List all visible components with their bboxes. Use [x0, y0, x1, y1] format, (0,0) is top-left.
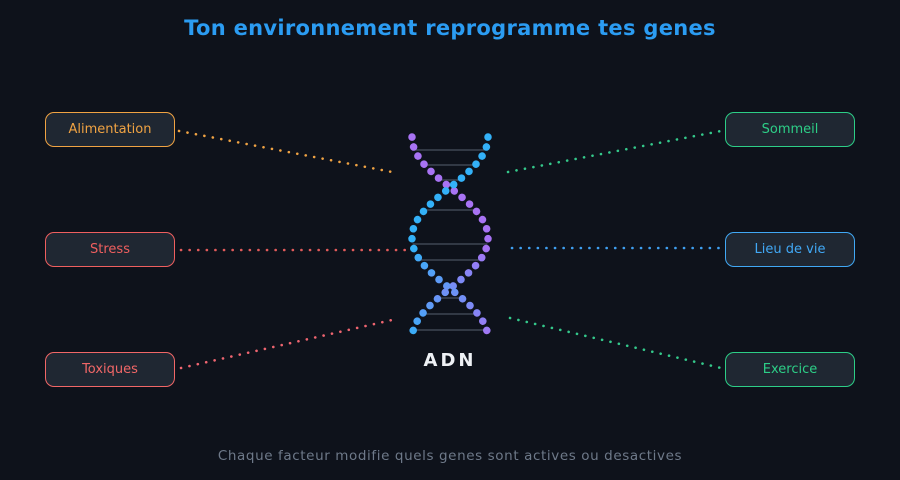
dna-strand-blue [408, 133, 492, 343]
connector-alimentation [177, 129, 394, 174]
dna-label: ADN [423, 350, 477, 371]
connector-exercice [508, 316, 723, 370]
factor-box-sommeil: Sommeil [725, 112, 855, 147]
dna-strand-purple [408, 133, 492, 343]
factor-label-exercice: Exercice [762, 362, 818, 377]
factor-label-sommeil: Sommeil [761, 122, 819, 137]
factor-box-exercice: Exercice [725, 352, 855, 387]
factor-box-toxiques: Toxiques [45, 352, 175, 387]
factor-box-alimentation: Alimentation [45, 112, 175, 147]
factor-label-stress: Stress [90, 242, 130, 257]
connector-toxiques [179, 318, 394, 370]
factor-label-alimentation: Alimentation [68, 122, 152, 137]
dna-rungs [412, 149, 488, 331]
footer-caption: Chaque facteur modifie quels genes sont … [217, 448, 683, 464]
factor-label-lieu-de-vie: Lieu de vie [754, 242, 826, 257]
factor-box-lieu-de-vie: Lieu de vie [725, 232, 855, 267]
factor-box-stress: Stress [45, 232, 175, 267]
factor-label-toxiques: Toxiques [82, 362, 138, 377]
connector-sommeil [506, 129, 723, 174]
page-title: Ton environnement reprogramme tes genes [184, 16, 716, 40]
